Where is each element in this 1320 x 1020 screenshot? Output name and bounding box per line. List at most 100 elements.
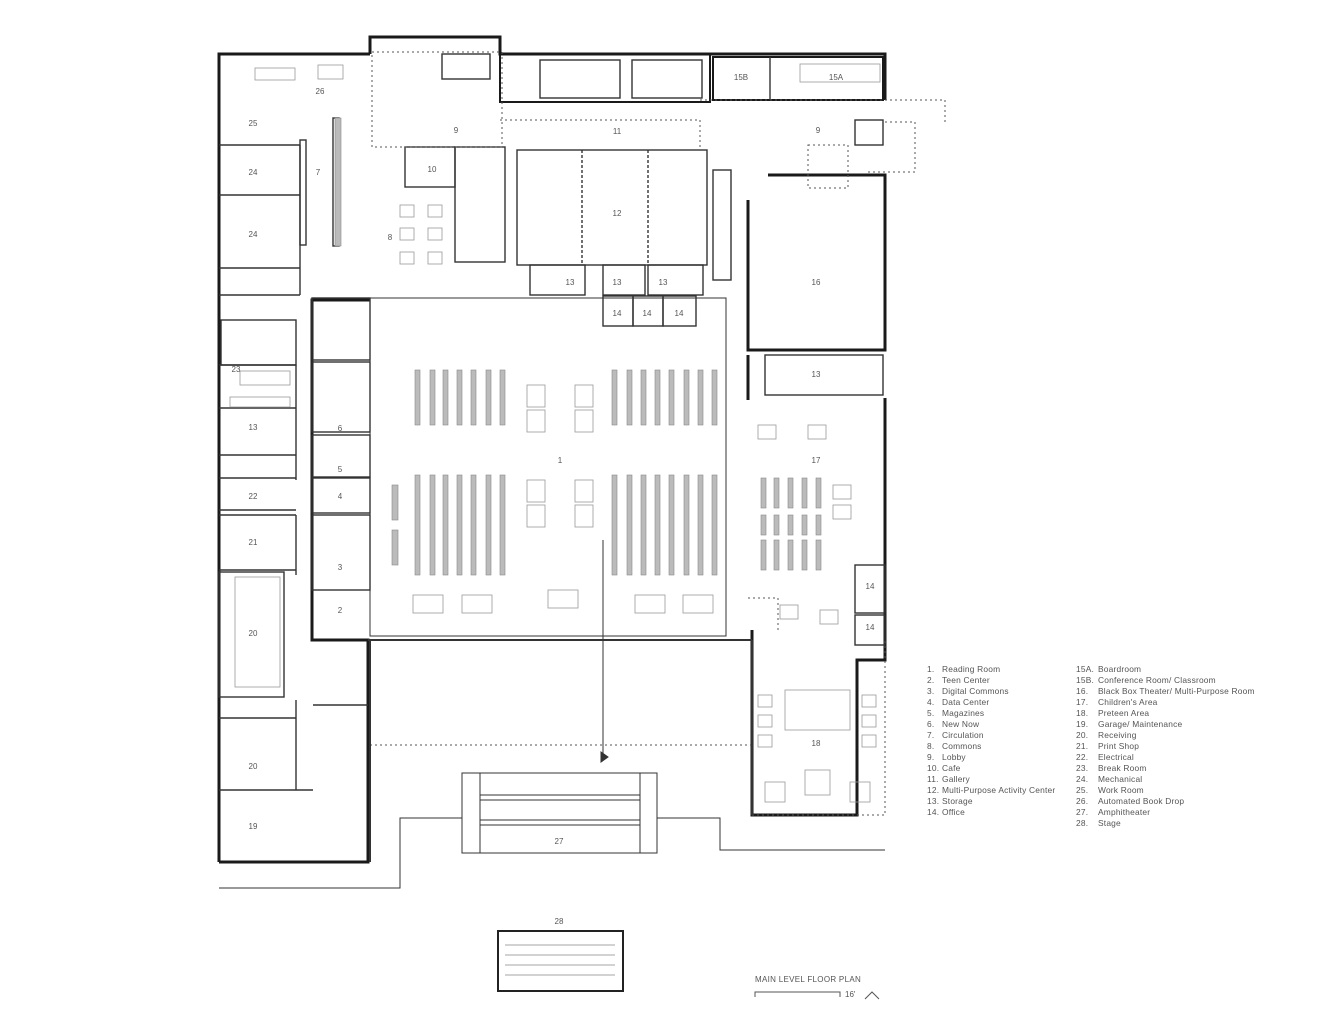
legend-item-label: Automated Book Drop — [1098, 796, 1185, 806]
book-shelf — [391, 484, 399, 521]
legend-item-number: 13. — [927, 796, 940, 806]
book-shelf — [697, 474, 704, 576]
legend-item-number: 7. — [927, 730, 935, 740]
legend-item: 11.Gallery — [927, 774, 1055, 785]
legend-item: 15B.Conference Room/ Classroom — [1076, 675, 1255, 686]
legend-item-number: 1. — [927, 664, 935, 674]
legend-item: 22. Electrical — [1076, 752, 1255, 763]
amphitheater — [219, 540, 885, 889]
book-shelf — [611, 474, 618, 576]
book-shelf — [668, 474, 675, 576]
legend-item-label: Storage — [942, 796, 973, 806]
legend-item-label: Print Shop — [1098, 741, 1140, 751]
furniture-piece — [861, 714, 877, 728]
room-label-22: 22 — [249, 492, 258, 501]
furniture-piece — [804, 769, 831, 796]
room-label-15b: 15B — [734, 73, 748, 82]
legend-item-number: 24. — [1076, 774, 1089, 784]
legend-item: 18.Preteen Area — [1076, 708, 1255, 719]
book-stacks — [334, 117, 822, 576]
room-label-8: 8 — [388, 233, 393, 242]
room-label-14e: 14 — [866, 623, 875, 632]
book-shelf — [711, 474, 718, 576]
room-label-9b: 9 — [816, 126, 821, 135]
legend-item: 26.Automated Book Drop — [1076, 796, 1255, 807]
legend-item-label: Electrical — [1098, 752, 1134, 762]
book-shelf — [773, 539, 780, 571]
legend-item-label: Gallery — [942, 774, 970, 784]
legend-item-number: 18. — [1076, 708, 1089, 718]
legend-item-label: Amphitheater — [1098, 807, 1151, 817]
book-shelf — [640, 474, 647, 576]
furniture-piece — [526, 384, 546, 408]
room-label-13b: 13 — [613, 278, 622, 287]
furniture-piece — [574, 504, 594, 528]
room-label-14c: 14 — [675, 309, 684, 318]
furniture-piece — [234, 576, 281, 688]
book-shelf — [815, 539, 822, 571]
book-shelf — [801, 539, 808, 571]
furniture-piece — [526, 504, 546, 528]
furniture-piece — [399, 251, 415, 265]
legend-item: 24. Mechanical — [1076, 774, 1255, 785]
legend-item: 1.Reading Room — [927, 664, 1055, 675]
legend-item-number: 22. — [1076, 752, 1089, 762]
legend-item-number: 19. — [1076, 719, 1089, 729]
legend-item: 13.Storage — [927, 796, 1055, 807]
stage — [497, 930, 624, 992]
room-label-2: 2 — [338, 606, 343, 615]
book-shelf — [485, 474, 492, 576]
room-label-24a: 24 — [249, 168, 258, 177]
legend-item-number: 2. — [927, 675, 935, 685]
book-shelf — [640, 369, 647, 426]
legend-item-label: Office — [942, 807, 965, 817]
furniture-piece — [526, 479, 546, 503]
furniture-piece — [849, 781, 871, 803]
room-label-6: 6 — [338, 424, 343, 433]
legend-item-number: 27. — [1076, 807, 1089, 817]
book-shelf — [429, 474, 436, 576]
furniture-piece — [399, 204, 415, 218]
furniture-piece — [427, 204, 443, 218]
legend-item-number: 12. — [927, 785, 940, 795]
scale-label: 16' — [845, 990, 856, 999]
furniture-piece — [757, 694, 773, 708]
legend-item-label: Magazines — [942, 708, 985, 718]
furniture-piece — [784, 689, 851, 731]
exterior-walls — [217, 35, 887, 864]
legend-item-label: Black Box Theater/ Multi-Purpose Room — [1098, 686, 1255, 696]
scale-bar — [754, 991, 880, 1000]
book-shelf — [470, 474, 477, 576]
book-shelf — [787, 514, 794, 536]
plan-title: MAIN LEVEL FLOOR PLAN — [755, 975, 862, 984]
room-label-25: 25 — [249, 119, 258, 128]
legend-item-number: 4. — [927, 697, 935, 707]
furniture-piece — [764, 781, 786, 803]
room-label-28: 28 — [555, 917, 564, 926]
room-label-26: 26 — [316, 87, 325, 96]
legend-item-label: Receiving — [1098, 730, 1137, 740]
room-label-13d: 13 — [249, 423, 258, 432]
room-label-10: 10 — [428, 165, 437, 174]
legend-item-number: 14. — [927, 807, 940, 817]
room-label-16: 16 — [812, 278, 821, 287]
book-shelf — [711, 369, 718, 426]
book-shelf — [456, 474, 463, 576]
legend-item-label: Mechanical — [1098, 774, 1143, 784]
legend-item-number: 11. — [927, 774, 939, 784]
book-shelf — [801, 514, 808, 536]
legend-item: 6.New Now — [927, 719, 1055, 730]
legend-item-number: 23. — [1076, 763, 1089, 773]
book-shelf — [442, 474, 449, 576]
book-shelf — [654, 474, 661, 576]
book-shelf — [654, 369, 661, 426]
furniture-piece — [412, 594, 444, 614]
furniture-piece — [757, 734, 773, 748]
book-shelf — [683, 369, 690, 426]
furniture-piece — [317, 64, 344, 80]
furniture-piece — [861, 734, 877, 748]
room-label-14d: 14 — [866, 582, 875, 591]
legend-item: 15A.Boardroom — [1076, 664, 1255, 675]
furniture-piece — [239, 370, 291, 386]
